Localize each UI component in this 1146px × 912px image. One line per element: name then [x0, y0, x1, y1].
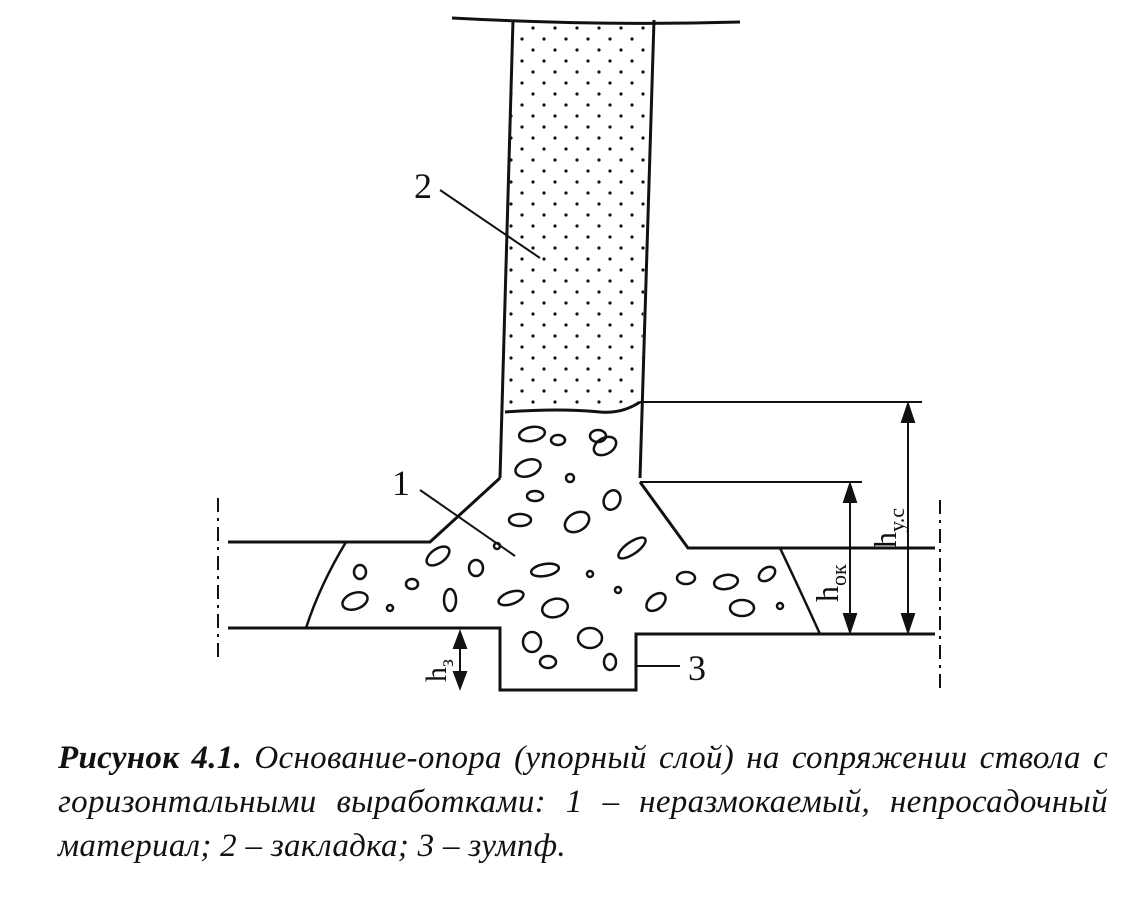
callout-1: 1 — [392, 463, 410, 503]
backfill-boundary — [504, 400, 641, 414]
left-gallery-boundary — [304, 541, 348, 629]
caption-text: Основание-опора (упорный слой) на сопряж… — [58, 740, 1108, 864]
callout-2: 2 — [414, 166, 432, 206]
caption-label: Рисунок 4.1. — [58, 740, 243, 776]
dim-label-h-sump: hз — [420, 659, 458, 682]
dim-h-sump — [452, 629, 468, 691]
dim-label-h-ok: hок — [809, 564, 851, 602]
callout-3: 3 — [688, 648, 706, 688]
fill-material-stones — [341, 425, 785, 672]
backfill-zone — [505, 26, 654, 412]
shaft-junction-diagram: 2 1 3 hу.с hок hз — [217, 16, 941, 692]
junction-outline — [228, 476, 935, 692]
shaft-left-wall — [498, 19, 515, 479]
dim-label-h-total: hу.с — [867, 508, 909, 548]
dim-h-total — [900, 400, 916, 636]
right-gallery-boundary — [778, 547, 822, 635]
figure-caption: Рисунок 4.1. Основание-опора (упорный сл… — [58, 736, 1108, 868]
dim-h-ok — [842, 480, 858, 636]
ground-surface-line — [451, 16, 741, 25]
leader-line-1 — [419, 489, 516, 557]
leader-line-2 — [439, 189, 541, 259]
